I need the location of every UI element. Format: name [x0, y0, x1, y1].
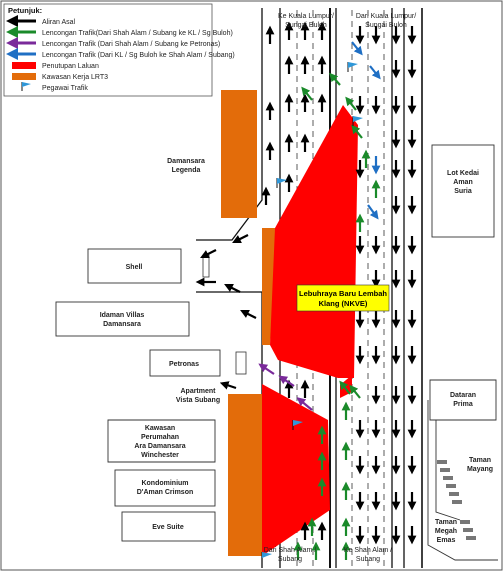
purple-detour-arrows — [258, 363, 313, 411]
place-apartment: Apartment — [180, 388, 216, 395]
blue-detour-arrows — [351, 41, 381, 220]
green-detour-arrows — [293, 72, 381, 560]
place-apartment-2: Vista Subang — [176, 397, 220, 404]
place-dataran-2: Prima — [453, 401, 473, 408]
road-label-top-right-2: Sungai Buloh — [365, 22, 407, 29]
place-kawasan-4: Winchester — [141, 452, 179, 459]
road-labels: Ke Kuala Lumpur/ Sungai Buloh Dari Kuala… — [264, 13, 416, 563]
place-mayang-2: Mayang — [467, 466, 493, 473]
buildings — [55, 144, 498, 561]
road-closure-south — [262, 384, 330, 556]
svg-text:Lencongan Trafik (Dari KL / Sg: Lencongan Trafik (Dari KL / Sg Buloh ke … — [42, 52, 235, 59]
svg-text:Penutupan Laluan: Penutupan Laluan — [42, 63, 99, 70]
original-flow-arrows — [195, 21, 417, 545]
highway-label-line1: Lebuhraya Baru Lembah — [299, 289, 387, 298]
place-dataran: Dataran — [450, 392, 476, 399]
legend: Petunjuk: Aliran Asal Lencongan Trafik(D… — [3, 3, 235, 97]
flag-icon — [347, 62, 358, 72]
place-kondo-2: D'Aman Crimson — [137, 489, 194, 496]
place-lot-kedai-3: Suria — [454, 188, 472, 195]
svg-text:Pegawai Trafik: Pegawai Trafik — [42, 85, 88, 92]
svg-text:Kawasan Kerja LRT3: Kawasan Kerja LRT3 — [42, 74, 108, 81]
place-idaman-2: Damansara — [103, 321, 141, 328]
flag-icon — [261, 552, 272, 562]
place-lot-kedai-2: Aman — [453, 179, 472, 186]
highway-label: Lebuhraya Baru Lembah Klang (NKVE) — [296, 284, 390, 312]
place-kawasan: Kawasan — [145, 425, 175, 432]
place-lot-kedai: Lot Kedai — [447, 170, 479, 177]
road-label-top-left-2: Sungai Buloh — [285, 22, 327, 29]
place-idaman: Idaman Villas — [100, 312, 145, 319]
housing-blocks — [437, 460, 476, 540]
flag-icon — [21, 82, 31, 91]
legend-item-traffic-officer: Pegawai Trafik — [21, 82, 88, 92]
legend-item-original-flow: Aliran Asal — [5, 14, 76, 27]
lrt3-work-area-south — [228, 394, 262, 556]
place-kawasan-3: Ara Damansara — [134, 443, 185, 450]
road-label-top-right: Dari Kuala Lumpur/ — [356, 13, 416, 20]
legend-title: Petunjuk: — [8, 6, 42, 15]
svg-text:Lencongan Trafik (Dari Shah Al: Lencongan Trafik (Dari Shah Alam / Suban… — [42, 41, 220, 48]
road-label-bottom-right: Ke Shah Alam / — [344, 547, 392, 554]
lrt3-work-area-north — [221, 90, 257, 218]
legend-item-detour-blue: Lencongan Trafik (Dari KL / Sg Buloh ke … — [5, 48, 235, 60]
legend-item-closure: Penutupan Laluan — [12, 62, 99, 70]
road-label-top-left: Ke Kuala Lumpur/ — [278, 13, 334, 20]
place-megah: Taman — [435, 519, 457, 526]
road-label-bottom-left-2: Subang — [278, 556, 302, 563]
svg-text:Lencongan Trafik(Dari Shah Ala: Lencongan Trafik(Dari Shah Alam / Subang… — [42, 30, 233, 37]
place-shell: Shell — [126, 264, 143, 271]
place-damansara-legenda: Damansara — [167, 158, 205, 165]
place-petronas: Petronas — [169, 361, 199, 368]
road-label-bottom-right-2: Subang — [356, 556, 380, 563]
flag-icon — [292, 420, 303, 430]
lrt3-swatch — [12, 73, 36, 80]
flag-icon — [276, 178, 287, 188]
road-label-bottom-left: Dari Shah Alam / — [264, 547, 317, 554]
legend-item-detour-green: Lencongan Trafik(Dari Shah Alam / Subang… — [5, 26, 233, 38]
flag-icon — [352, 116, 363, 126]
place-labels: Damansara Legenda Shell Idaman Villas Da… — [100, 158, 493, 544]
place-kawasan-2: Perumahan — [141, 434, 179, 441]
place-mayang: Taman — [469, 457, 491, 464]
place-eve: Eve Suite — [152, 524, 184, 531]
svg-text:Aliran Asal: Aliran Asal — [42, 19, 76, 26]
place-kondo: Kondominium — [141, 480, 188, 487]
place-megah-3: Emas — [437, 537, 456, 544]
highway-label-line2: Klang (NKVE) — [319, 299, 368, 308]
legend-item-detour-purple: Lencongan Trafik (Dari Shah Alam / Suban… — [5, 37, 220, 49]
traffic-officer-flags — [261, 62, 363, 562]
closure-swatch — [12, 62, 36, 69]
highway-label-box — [296, 284, 390, 312]
place-damansara-legenda-2: Legenda — [172, 167, 201, 174]
legend-item-lrt3: Kawasan Kerja LRT3 — [12, 73, 108, 81]
legend-box — [3, 3, 213, 97]
place-megah-2: Megah — [435, 528, 457, 535]
